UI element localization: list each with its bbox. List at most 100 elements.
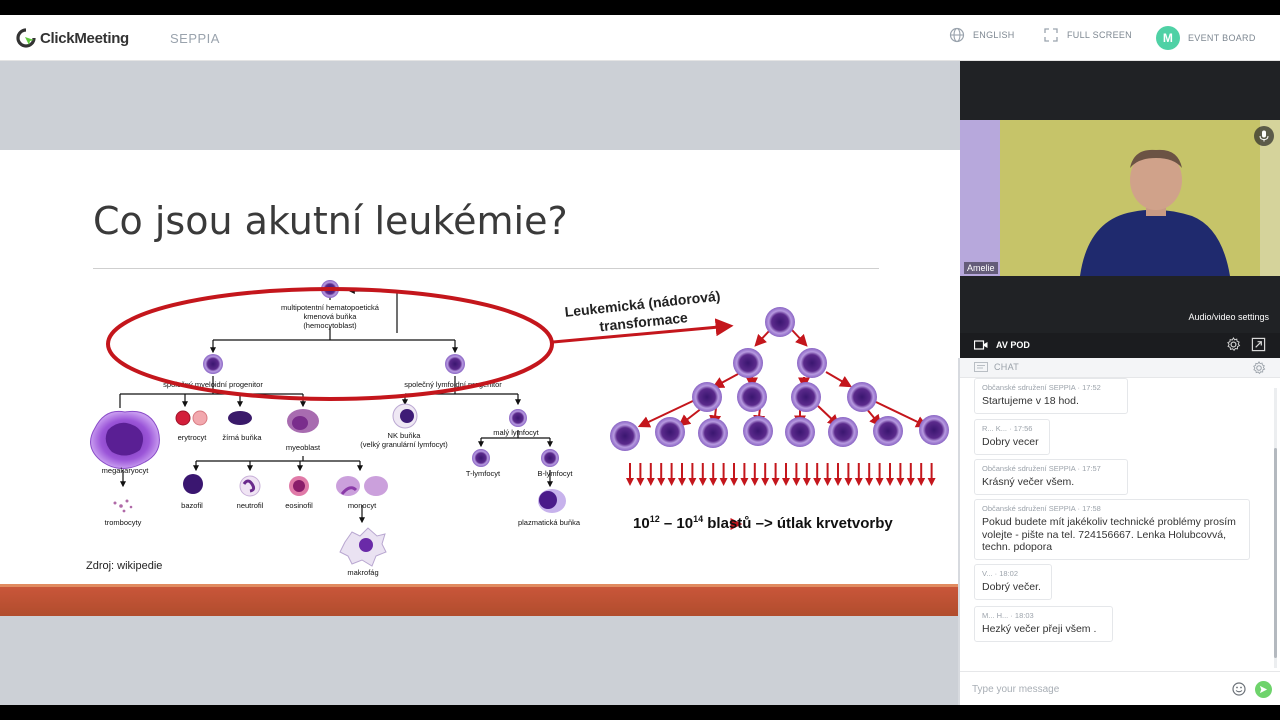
webcam-feed (960, 120, 1280, 276)
participant-name: Amelie (964, 262, 998, 274)
suppression-arrowhead (719, 478, 728, 486)
language-label: ENGLISH (973, 30, 1015, 40)
chat-message: R... K... · 17:56 Dobry vecer (974, 419, 1050, 455)
send-button[interactable] (1255, 681, 1272, 698)
blast-cell (610, 421, 640, 451)
myeloid-progenitor-cell (203, 354, 223, 374)
message-text: Krásný večer všem. (982, 476, 1075, 488)
suppression-arrowhead (834, 478, 842, 486)
hematopoiesis-diagram: multipotentní hematopoetická kmenová buň… (90, 280, 949, 577)
message-meta: R... K... · 17:56 (982, 424, 1033, 433)
suppression-arrowhead (886, 478, 894, 486)
t-lymphocyte-cell (472, 449, 490, 467)
suppression-arrowhead (740, 478, 749, 486)
gear-icon[interactable] (1226, 337, 1241, 352)
suppression-arrowhead (802, 478, 811, 486)
chat-message: Občanské sdružení SEPPIA · 17:57 Krásný … (974, 459, 1128, 495)
chat-settings-icon[interactable] (1252, 361, 1266, 375)
label-macrophage: makrofág (347, 568, 378, 577)
emoji-icon[interactable] (1232, 682, 1246, 696)
language-button[interactable]: ENGLISH (949, 27, 1015, 43)
microphone-icon (1259, 130, 1269, 142)
blast-cell (919, 415, 949, 445)
blast-cell (698, 418, 728, 448)
suppression-arrowhead (667, 478, 676, 486)
av-control-bar: AV POD (960, 333, 1280, 358)
chat-message: M... H... · 18:03 Hezký večer přeji všem… (974, 606, 1113, 642)
suppression-arrowhead (823, 478, 832, 486)
suppression-arrowhead (636, 478, 645, 486)
fullscreen-label: FULL SCREEN (1067, 30, 1132, 40)
suppression-arrowhead (927, 478, 936, 486)
erythrocyte-cell (175, 410, 191, 426)
label-plasma: plazmatická buňka (518, 518, 581, 527)
transformation-ellipse (106, 287, 554, 401)
event-board-label: EVENT BOARD (1188, 33, 1256, 43)
message-meta: Občanské sdružení SEPPIA · 17:52 (982, 383, 1101, 392)
small-lymphocyte-cell (509, 409, 527, 427)
message-meta: Občanské sdružení SEPPIA · 17:57 (982, 464, 1101, 473)
label-eosinophil: eosinofil (285, 501, 313, 510)
label-neutrophil: neutrofil (237, 501, 264, 510)
suppression-arrowhead (896, 478, 905, 486)
av-pod-label: AV POD (996, 340, 1030, 350)
transformation-arrow (552, 318, 734, 344)
chat-scrollbar-thumb[interactable] (1274, 448, 1277, 658)
popout-icon[interactable] (1251, 337, 1266, 352)
suppression-arrowhead (730, 478, 738, 486)
chat-message-input[interactable] (972, 680, 1222, 698)
blast-cell (765, 307, 795, 337)
blast-cell (797, 348, 827, 378)
message-text: Dobry vecer (982, 436, 1039, 448)
blast-cell (791, 382, 821, 412)
neutrophil-cell (239, 475, 261, 497)
participant-video[interactable]: Amelie (960, 120, 1280, 276)
fullscreen-icon (1044, 28, 1058, 42)
label-megakaryocyte: megakaryocyt (102, 466, 150, 475)
chat-title: CHAT (974, 362, 1019, 372)
suppression-arrowhead (906, 478, 915, 486)
presentation-stage: Co jsou akutní leukémie? (0, 61, 960, 705)
mast-cell (228, 411, 252, 425)
slide-footer-band (0, 584, 960, 616)
basophil-cell (183, 474, 203, 494)
blast-cell (847, 382, 877, 412)
label-basophil: bazofil (181, 501, 203, 510)
label-erythrocyte: erytrocyt (178, 433, 208, 442)
label-stem-3: (hemocytoblast) (303, 321, 357, 330)
video-panel: Amelie Audio/video settings AV POD (960, 61, 1280, 358)
blast-count-text: 1012 – 1014 blastů –> útlak krvetvorby (633, 514, 893, 532)
suppression-arrowhead (854, 478, 863, 486)
clickmeeting-logo[interactable]: ClickMeeting (16, 28, 129, 48)
blast-cell (873, 416, 903, 446)
event-board-button[interactable]: M EVENT BOARD (1156, 26, 1256, 50)
chat-message-list[interactable]: Občanské sdružení SEPPIA · 17:52 Startuj… (960, 378, 1273, 663)
presentation-slide: Co jsou akutní leukémie? (0, 150, 960, 616)
label-nk-1: NK buňka (388, 431, 422, 440)
message-meta: M... H... · 18:03 (982, 611, 1034, 620)
message-meta: V... · 18:02 (982, 569, 1019, 578)
blast-cell (743, 416, 773, 446)
label-thrombocytes: trombocyty (105, 518, 142, 527)
room-name: SEPPIA (170, 31, 220, 46)
monocyte-cell-2 (364, 476, 388, 496)
label-b-lymphocyte: B-lymfocyt (537, 469, 573, 478)
send-icon (1259, 685, 1268, 694)
chat-message: Občanské sdružení SEPPIA · 17:52 Startuj… (974, 378, 1128, 414)
label-monocyte: monocyt (348, 501, 377, 510)
globe-icon (949, 27, 965, 43)
message-text: Pokud budete mít jakékoliv technické pro… (982, 516, 1236, 553)
suppression-arrowhead (813, 478, 822, 486)
fullscreen-button[interactable]: FULL SCREEN (1043, 27, 1132, 43)
chat-icon (974, 362, 988, 372)
chat-message: Občanské sdružení SEPPIA · 17:58 Pokud b… (974, 499, 1250, 560)
suppression-arrowhead (657, 478, 666, 486)
suppression-arrowhead (917, 478, 926, 486)
suppression-arrowhead (782, 478, 790, 486)
mic-button[interactable] (1254, 126, 1274, 146)
av-pod-toggle[interactable]: AV POD (974, 340, 1030, 350)
chat-message: V... · 18:02 Dobrý večer. (974, 564, 1052, 600)
suppression-arrowhead (761, 478, 770, 486)
message-meta: Občanské sdružení SEPPIA · 17:58 (982, 504, 1101, 513)
suppression-arrowhead (688, 478, 697, 486)
